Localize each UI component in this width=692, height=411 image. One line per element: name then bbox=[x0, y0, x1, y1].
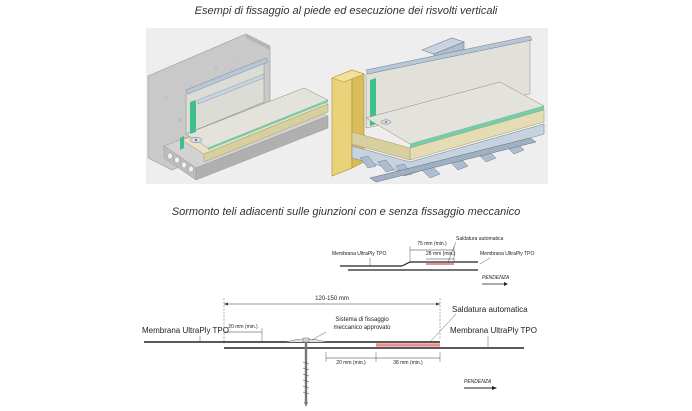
dim-overall-label: 120-150 mm bbox=[315, 296, 349, 302]
lap-joint-diagram-without-fastening: 75 mm (min.) 28 mm (min.) Saldatura auto… bbox=[330, 232, 560, 292]
lap-joint-diagram-with-fastening: 120-150 mm 20 mm (min.) Sistema di fissa… bbox=[140, 292, 540, 408]
membrane-left-label: Membrana UltraPly TPO bbox=[142, 326, 229, 335]
illustration-concrete-wall-detail bbox=[146, 28, 332, 184]
dim-weld-label: 28 mm (min.) bbox=[426, 251, 456, 257]
membrane-right-label: Membrana UltraPly TPO bbox=[450, 326, 537, 335]
weld-label: Saldatura automatica bbox=[456, 236, 504, 242]
membrane-right-label: Membrana UltraPly TPO bbox=[480, 251, 535, 257]
caption-bottom: Sormonto teli adiacenti sulle giunzioni … bbox=[171, 206, 521, 218]
dim-bottom-left-label: 20 mm (min.) bbox=[336, 360, 366, 366]
fastening-system-label-line-2: meccanico approvato bbox=[333, 325, 391, 331]
dim-overall-label: 75 mm (min.) bbox=[417, 241, 447, 247]
slope-label: PENDENZA bbox=[464, 379, 492, 385]
caption-top: Esempi di fissaggio al piede ed esecuzio… bbox=[194, 5, 498, 17]
weld-label: Saldatura automatica bbox=[452, 305, 528, 314]
dim-bottom-right-label: 38 mm (min.) bbox=[393, 360, 423, 366]
dim-left-label: 20 mm (min.) bbox=[228, 324, 258, 330]
slope-label: PENDENZA bbox=[482, 275, 510, 281]
membrane-left-label: Membrana UltraPly TPO bbox=[332, 251, 387, 257]
fastening-system-label-line-1: Sistema di fissaggio bbox=[335, 317, 389, 323]
illustration-metal-deck-detail bbox=[330, 28, 548, 184]
